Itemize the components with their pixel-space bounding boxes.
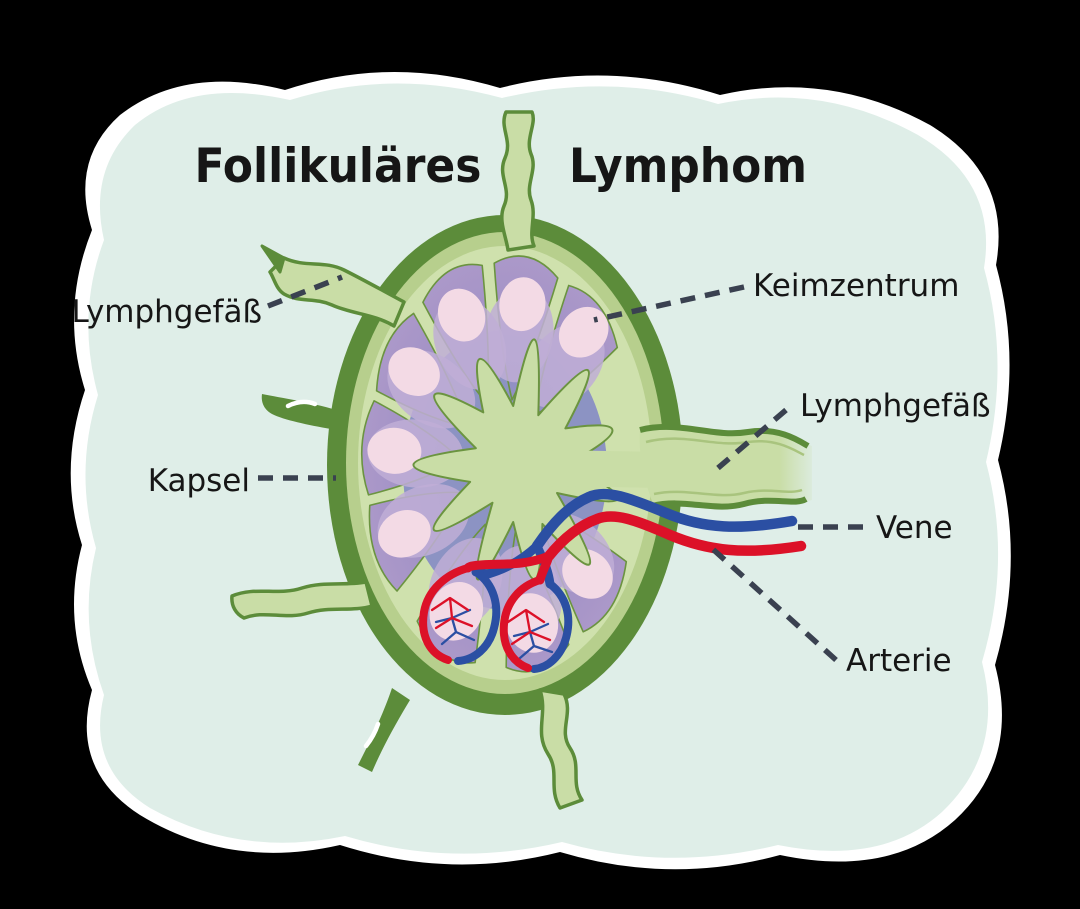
label-vein: Vene xyxy=(876,510,953,546)
left-spike-highlight xyxy=(285,399,318,409)
afferent-vessel-upper-left-fork xyxy=(260,244,286,274)
afferent-vessel-top xyxy=(500,110,536,252)
label-artery: Arterie xyxy=(846,643,952,679)
germinal-center xyxy=(437,288,486,342)
germinal-center xyxy=(367,427,422,474)
hilum-channel xyxy=(548,450,669,488)
label-germinal-center: Keimzentrum xyxy=(753,268,959,304)
leader-line-germinal-center xyxy=(593,284,745,323)
vein-loop-right xyxy=(530,580,573,673)
label-lymph-vessel-right: Lymphgefäß xyxy=(800,388,990,424)
title-left-word: Follikuläres xyxy=(195,139,482,194)
leader-lines xyxy=(258,274,864,663)
label-lymph-vessel-left: Lymphgefäß xyxy=(72,294,262,330)
germinal-center xyxy=(499,277,546,332)
afferent-vessel-lower-left xyxy=(230,580,374,620)
afferent-vessel-left-spike xyxy=(261,394,336,429)
efferent-vessel-stripe-top xyxy=(645,437,805,457)
vein-loop-left xyxy=(454,568,501,665)
artery xyxy=(419,511,807,672)
efferent-vessel-top-border xyxy=(639,424,810,449)
artery-capillaries-right xyxy=(506,608,552,646)
afferent-lymph-vessels xyxy=(230,110,584,810)
diagram-labels: Lymphgefäß Kapsel Keimzentrum Lymphgefäß… xyxy=(72,268,991,679)
artery-trunk xyxy=(543,511,807,562)
label-capsule: Kapsel xyxy=(148,463,250,499)
efferent-vessel-bottom-border xyxy=(651,496,808,510)
germinal-center xyxy=(378,510,431,558)
vein-trunk xyxy=(531,488,798,552)
vein xyxy=(434,488,798,673)
efferent-lymph-vessel xyxy=(639,424,812,510)
leader-line-artery xyxy=(704,540,838,663)
leader-line-lymph-vessel-right xyxy=(716,407,788,471)
lymph-node xyxy=(327,215,683,715)
bottom-spike-highlight xyxy=(363,721,381,749)
efferent-vessel-stripe-bottom xyxy=(653,488,803,497)
leader-line-lymph-vessel-left xyxy=(266,274,344,309)
artery-loop-left xyxy=(419,564,472,664)
germinal-center xyxy=(562,549,613,599)
medulla xyxy=(412,338,619,581)
medulla-star xyxy=(412,338,619,581)
title-right-word: Lymphom xyxy=(569,139,807,194)
germinal-center xyxy=(388,347,440,396)
afferent-vessel-bottom xyxy=(538,688,584,810)
afferent-vessel-upper-left xyxy=(268,256,406,328)
artery-capillaries-left xyxy=(430,596,474,630)
artery-loop-right xyxy=(499,576,544,672)
efferent-vessel-fill xyxy=(639,426,812,507)
afferent-vessel-bottom-spike xyxy=(358,688,410,772)
diagram-title: Follikuläres Lymphom xyxy=(195,139,808,194)
